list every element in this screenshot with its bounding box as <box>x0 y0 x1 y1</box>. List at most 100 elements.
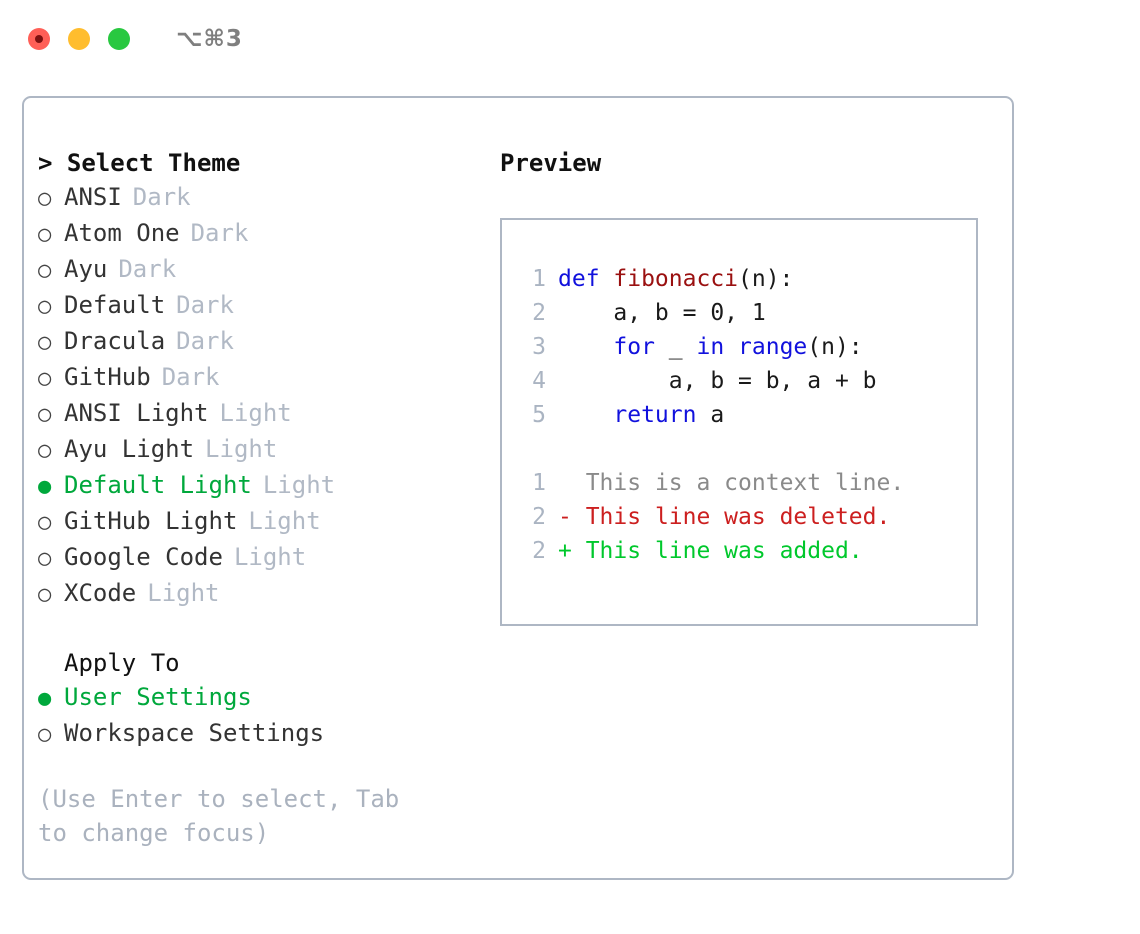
theme-option-badge: Light <box>205 435 278 463</box>
radio-icon: ○ <box>38 510 52 535</box>
diff-text: This is a context line. <box>571 470 905 496</box>
theme-option-atom-one-dark[interactable]: ○ Atom One Dark <box>38 216 488 252</box>
code-token: (n): <box>738 266 794 292</box>
theme-option-badge: Dark <box>190 219 249 247</box>
theme-option-badge: Dark <box>176 327 234 355</box>
theme-option-badge: Light <box>262 471 336 499</box>
theme-option-label: XCode <box>64 579 137 607</box>
code-line: 2 a, b = 0, 1 <box>520 296 976 330</box>
line-number: 2 <box>532 300 546 326</box>
radio-icon: ○ <box>38 366 52 391</box>
theme-option-label: Google Code <box>64 543 223 571</box>
code-token: return <box>613 402 697 428</box>
theme-option-label: Dracula <box>64 327 166 355</box>
theme-list-column: > Select Theme ○ ANSI Dark ○ Atom One Da… <box>38 146 488 850</box>
theme-option-badge: Light <box>219 399 292 427</box>
code-token: (n): <box>807 334 863 360</box>
theme-option-default-dark[interactable]: ○ Default Dark <box>38 288 488 324</box>
theme-option-badge: Light <box>233 543 307 571</box>
theme-option-label: Default Light <box>64 471 252 499</box>
code-line: 1 def fibonacci (n): <box>520 262 976 296</box>
apply-to-user-settings[interactable]: ● User Settings <box>38 680 488 716</box>
preview-spacer <box>520 432 976 466</box>
theme-option-badge: Light <box>248 507 321 535</box>
diff-line-deleted: 2 - This line was deleted. <box>520 500 976 534</box>
diff-sign: + <box>558 538 572 564</box>
radio-icon: ○ <box>38 294 52 319</box>
radio-icon: ○ <box>38 258 52 283</box>
preview-box: 1 def fibonacci (n): 2 a, b = 0, 1 3 for… <box>500 218 978 626</box>
radio-icon: ○ <box>38 402 52 427</box>
diff-text: This line was added. <box>571 538 863 564</box>
theme-option-badge: Dark <box>118 255 177 283</box>
code-token: a <box>696 402 725 428</box>
theme-option-label: ANSI <box>64 183 122 211</box>
diff-line-context: 1 This is a context line. <box>520 466 976 500</box>
theme-option-github-light[interactable]: ○ GitHub Light Light <box>38 504 488 540</box>
title-bar: ⌥⌘3 <box>0 0 1140 78</box>
theme-option-badge: Dark <box>161 363 220 391</box>
minimize-button[interactable] <box>68 28 90 50</box>
radio-icon: ○ <box>38 722 52 747</box>
line-number: 5 <box>532 402 546 428</box>
code-token: def <box>558 266 614 292</box>
theme-option-label: GitHub <box>64 363 151 391</box>
line-number: 3 <box>532 334 546 360</box>
code-token: for <box>613 334 655 360</box>
diff-text: This line was deleted. <box>571 504 891 530</box>
code-line: 5 return a <box>520 398 976 432</box>
theme-option-ansi-light[interactable]: ○ ANSI Light Light <box>38 396 488 432</box>
radio-icon: ○ <box>38 438 52 463</box>
apply-to-heading: Apply To <box>64 649 180 677</box>
preview-column: Preview 1 def fibonacci (n): 2 a, b = 0,… <box>500 146 1000 626</box>
close-icon <box>35 35 43 43</box>
apply-to-workspace-settings[interactable]: ○ Workspace Settings <box>38 716 488 752</box>
radio-selected-icon: ● <box>38 686 52 711</box>
code-line: 3 for _ in range (n): <box>520 330 976 364</box>
theme-option-default-light[interactable]: ● Default Light Light <box>38 468 488 504</box>
diff-sign: - <box>558 504 572 530</box>
select-theme-heading: > Select Theme <box>38 149 241 177</box>
theme-option-label: Ayu <box>64 255 108 283</box>
diff-sign <box>558 466 572 500</box>
code-token <box>558 398 613 432</box>
close-button[interactable] <box>28 28 50 50</box>
radio-icon: ○ <box>38 222 52 247</box>
theme-option-google-code[interactable]: ○ Google Code Light <box>38 540 488 576</box>
code-token: a, b = 0, 1 <box>558 300 766 326</box>
radio-icon: ○ <box>38 582 52 607</box>
theme-option-badge: Dark <box>132 183 191 211</box>
line-number: 4 <box>532 368 546 394</box>
code-line: 4 a, b = b, a + b <box>520 364 976 398</box>
theme-option-badge: Light <box>147 579 220 607</box>
line-number: 2 <box>532 504 546 530</box>
theme-option-ayu-light[interactable]: ○ Ayu Light Light <box>38 432 488 468</box>
code-token <box>558 330 613 364</box>
preview-heading: Preview <box>500 149 602 177</box>
line-number: 1 <box>532 470 546 496</box>
theme-option-label: GitHub Light <box>64 507 238 535</box>
diff-line-added: 2 + This line was added. <box>520 534 976 568</box>
theme-option-ansi-dark[interactable]: ○ ANSI Dark <box>38 180 488 216</box>
theme-option-dracula-dark[interactable]: ○ Dracula Dark <box>38 324 488 360</box>
theme-option-label: Ayu Light <box>64 435 195 463</box>
theme-option-label: ANSI Light <box>64 399 209 427</box>
theme-option-ayu-dark[interactable]: ○ Ayu Dark <box>38 252 488 288</box>
theme-option-xcode[interactable]: ○ XCode Light <box>38 576 488 612</box>
maximize-button[interactable] <box>108 28 130 50</box>
apply-to-label: User Settings <box>64 683 252 711</box>
theme-option-label: Default <box>64 291 166 319</box>
line-number: 2 <box>532 538 546 564</box>
radio-selected-icon: ● <box>38 474 52 499</box>
apply-to-label: Workspace Settings <box>64 719 325 747</box>
keyboard-hint-text: (Use Enter to select, Tab to change focu… <box>38 785 400 847</box>
code-token: fibonacci <box>613 266 739 292</box>
theme-selector-panel: > Select Theme ○ ANSI Dark ○ Atom One Da… <box>22 96 1014 880</box>
code-token: a, b = b, a + b <box>558 368 877 394</box>
code-token: in range <box>696 334 808 360</box>
theme-option-label: Atom One <box>64 219 180 247</box>
theme-option-badge: Dark <box>176 291 234 319</box>
code-token: _ <box>654 334 697 360</box>
theme-option-github-dark[interactable]: ○ GitHub Dark <box>38 360 488 396</box>
